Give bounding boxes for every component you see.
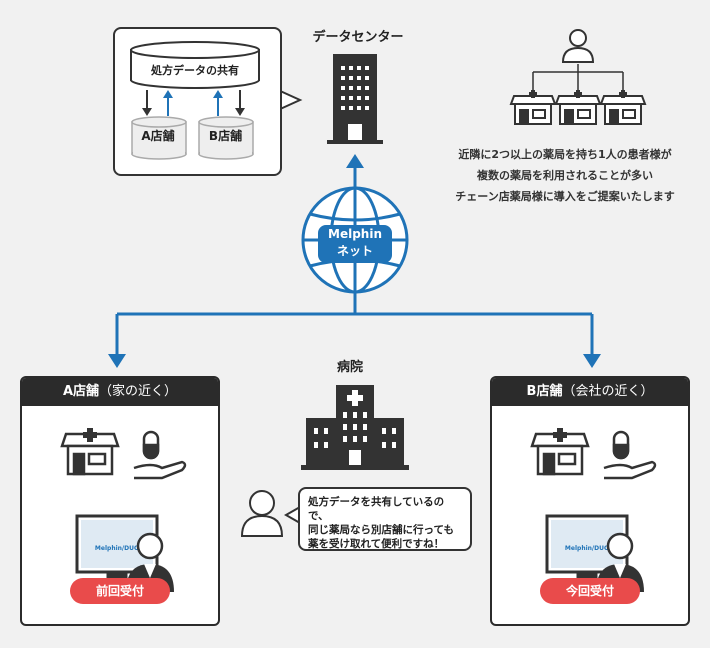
- description-line-1: 近隣に2つ以上の薬局を持ち1人の患者様が: [458, 148, 672, 161]
- arrow-to-store-b: [583, 354, 601, 368]
- patient-person-icon: [240, 490, 284, 537]
- hospital-title: 病院: [336, 360, 363, 375]
- bubble-line-1: 処方データを共有しているので、: [308, 496, 445, 522]
- description-line-2: 複数の薬局を利用されることが多い: [477, 169, 653, 182]
- medicine-hand-icon: [133, 430, 187, 480]
- store-a-note: （家の近く）: [99, 384, 178, 399]
- store-b-header: B店舗（会社の近く）: [492, 378, 688, 406]
- datacenter-building-icon: [327, 54, 383, 144]
- store-b-name: B店舗: [526, 384, 563, 399]
- chain-store-icon: [509, 95, 647, 125]
- store-a-card: A店舗（家の近く） Melphin/DUO 前回受付: [20, 376, 220, 626]
- network-label: Melphin ネット: [318, 226, 392, 260]
- description-line-3: チェーン店薬局様に導入をご提案いたします: [455, 190, 675, 203]
- store-a-header: A店舗（家の近く）: [22, 378, 218, 406]
- store-a-name: A店舗: [62, 384, 100, 399]
- store-a-db-label-top: A店舗: [141, 129, 175, 143]
- network-label-line1: Melphin: [328, 227, 382, 241]
- store-b-note: （会社の近く）: [562, 384, 654, 399]
- store-a-screen-logo: Melphin/DUO: [95, 545, 139, 552]
- owner-person-icon: [561, 29, 595, 63]
- shared-db-graphics: [130, 41, 260, 160]
- hospital-building-icon: [301, 385, 409, 470]
- bubble-line-2: 同じ薬局なら別店舗に行っても: [308, 524, 454, 536]
- store-a-badge: 前回受付: [70, 578, 170, 604]
- network-connector: [115, 292, 594, 358]
- network-label-bg: [318, 225, 392, 263]
- chain-tree-lines: [532, 64, 624, 90]
- network-label-line2: ネット: [336, 244, 373, 258]
- store-b-screen-logo: Melphin/DUO: [565, 545, 609, 552]
- datacenter-title: データセンター: [312, 30, 404, 45]
- store-b-db-label-top: B店舗: [208, 129, 243, 143]
- medicine-hand-icon: [603, 430, 657, 480]
- pharmacy-icon: [60, 432, 120, 476]
- shared-db-label-top: 処方データの共有: [151, 64, 239, 77]
- store-b-badge: 今回受付: [540, 578, 640, 604]
- store-b-card: B店舗（会社の近く） Melphin/DUO 今回受付: [490, 376, 690, 626]
- arrow-to-store-a: [108, 354, 126, 368]
- bubble-line-3: 薬を受け取れて便利ですね！: [308, 538, 445, 550]
- patient-speech-bubble: 処方データを共有しているので、 同じ薬局なら別店舗に行っても 薬を受け取れて便利…: [298, 487, 472, 551]
